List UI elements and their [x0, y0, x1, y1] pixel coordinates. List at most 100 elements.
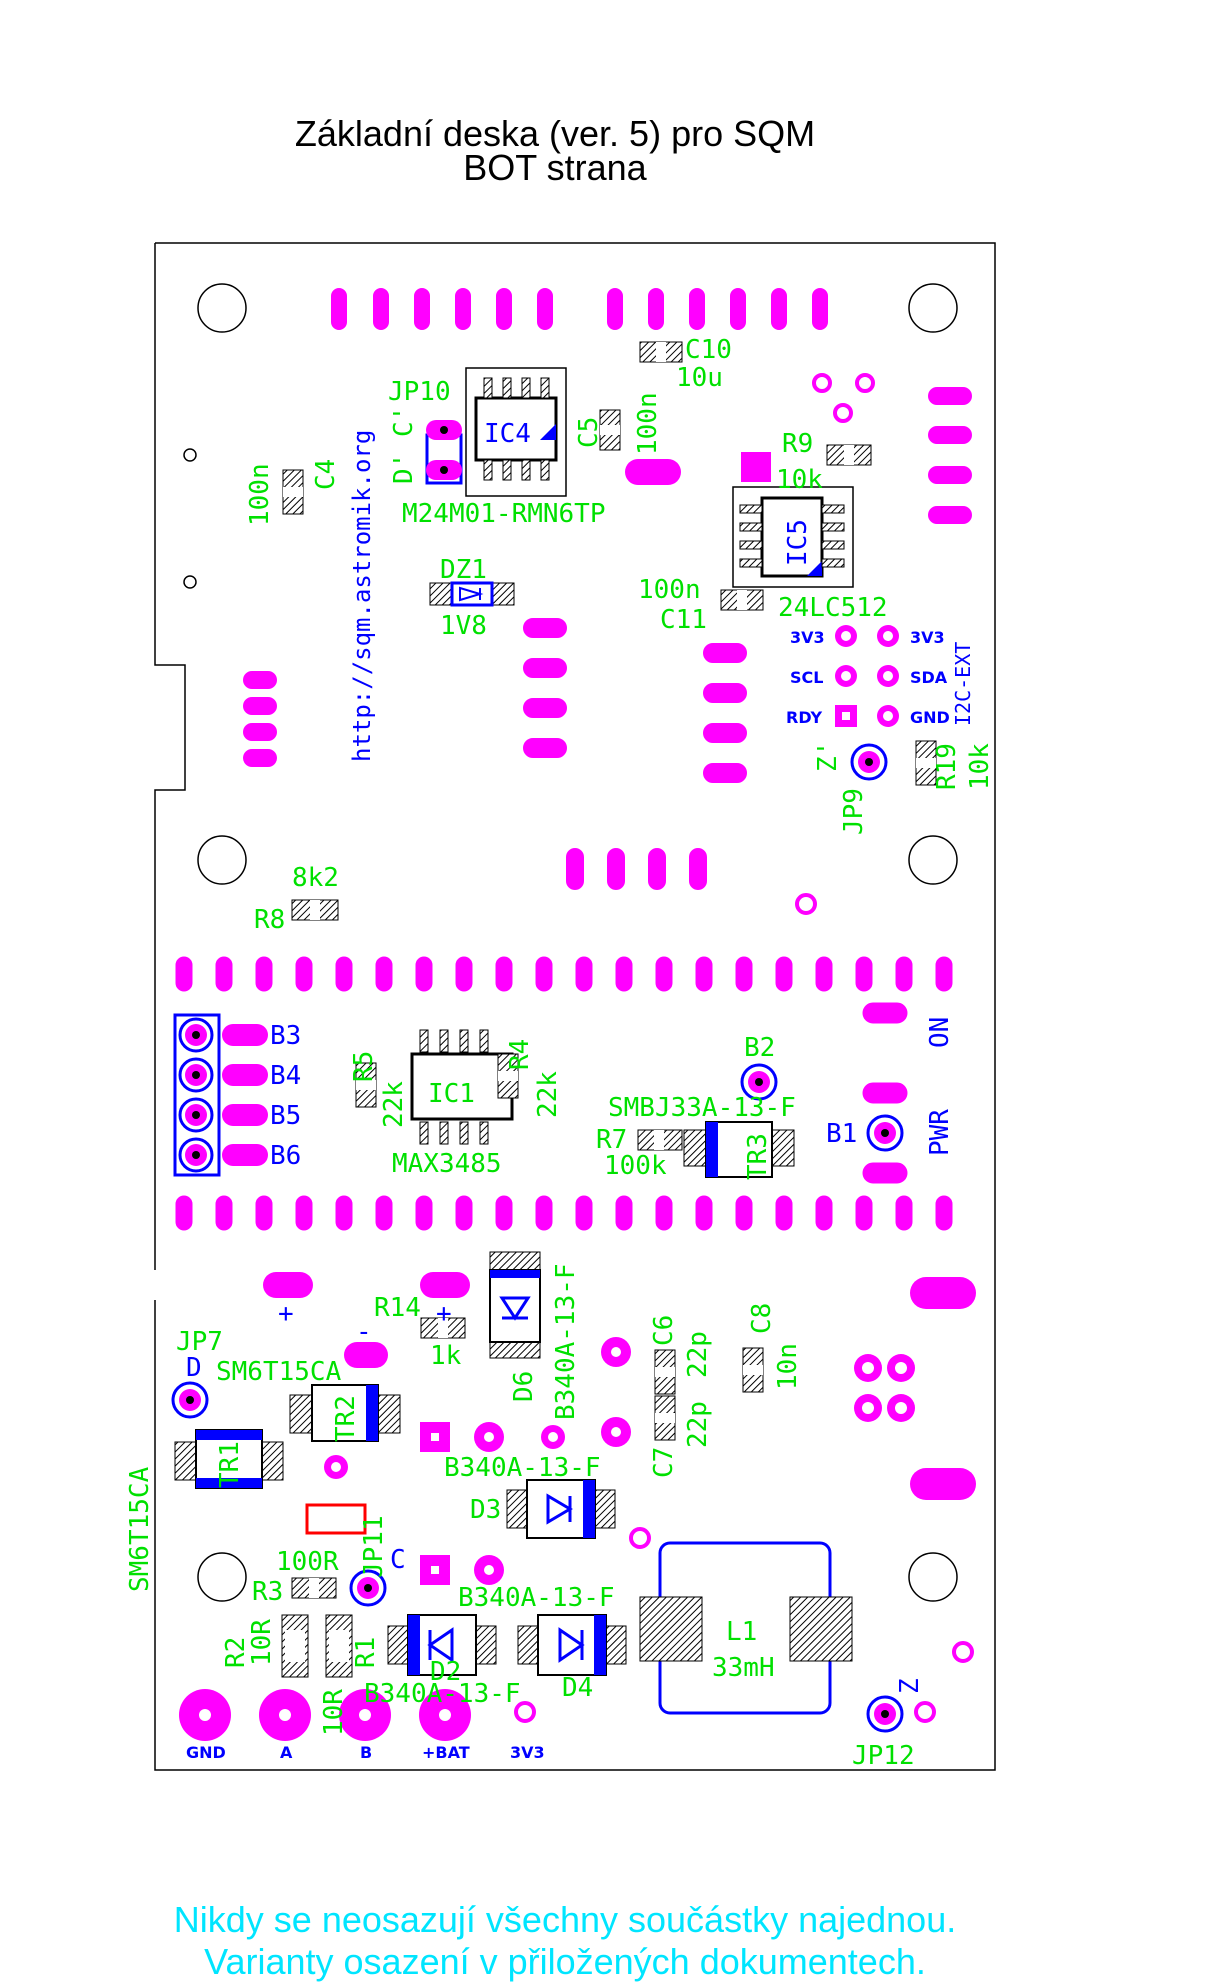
- ic5: [732, 486, 854, 588]
- label-max3485: MAX3485: [392, 1149, 502, 1179]
- c11: [720, 589, 764, 611]
- mounting-hole: [908, 835, 958, 885]
- label-d2: D2: [430, 1657, 461, 1687]
- small-hole: [183, 575, 197, 589]
- label-c7: C7: [649, 1447, 679, 1478]
- label-r1: R1: [351, 1637, 381, 1668]
- label-c11: C11: [660, 605, 707, 635]
- label-ic1: IC1: [428, 1079, 475, 1109]
- label-dz1: DZ1: [440, 555, 487, 585]
- label-i2c-3v3-right: 3V3: [910, 628, 945, 647]
- title-line2: BOT strana: [463, 147, 647, 188]
- label-plus-2: +: [436, 1299, 452, 1329]
- label-jp10: JP10: [388, 377, 451, 407]
- r19: [915, 740, 937, 786]
- label-i2c-gnd: GND: [910, 708, 950, 727]
- label-r8-value: 8k2: [292, 863, 339, 893]
- label-b5: B5: [270, 1101, 301, 1131]
- label-plus-1: +: [278, 1299, 294, 1329]
- label-m24m01: M24M01-RMN6TP: [402, 499, 606, 529]
- mounting-hole: [197, 283, 247, 333]
- label-c7-value: 22p: [683, 1401, 713, 1448]
- label-sm6t15ca-side: SM6T15CA: [125, 1466, 155, 1592]
- label-bat: +BAT: [422, 1743, 470, 1762]
- c10: [639, 341, 683, 363]
- label-b1: B1: [826, 1119, 857, 1149]
- header-row-bottom: [170, 1190, 958, 1236]
- title-line1: Základní deska (ver. 5) pro SQM: [294, 113, 816, 154]
- label-b6: B6: [270, 1141, 301, 1171]
- label-c10-value: 10u: [676, 363, 723, 393]
- label-r4: R4: [505, 1039, 535, 1070]
- label-d: D: [186, 1353, 202, 1383]
- label-r3-value: 100R: [276, 1547, 339, 1577]
- footer-line1: Nikdy se neosazují všechny součástky naj…: [173, 1899, 957, 1940]
- label-d6: D6: [509, 1371, 539, 1402]
- label-jp11: JP11: [359, 1515, 389, 1578]
- label-ic5: IC5: [783, 519, 813, 566]
- r8: [291, 899, 339, 921]
- l1: [639, 1541, 853, 1715]
- label-c4-value: 100n: [245, 463, 275, 526]
- tr1: [174, 1429, 284, 1489]
- label-r3: R3: [252, 1577, 283, 1607]
- label-c4: C4: [311, 459, 341, 490]
- label-r7: R7: [596, 1125, 627, 1155]
- label-i2c-3v3-left: 3V3: [790, 628, 825, 647]
- small-hole: [183, 448, 197, 462]
- label-on: ON: [925, 1017, 955, 1048]
- label-b: B: [360, 1743, 372, 1762]
- label-c6: C6: [649, 1315, 679, 1346]
- label-jp12: JP12: [852, 1741, 915, 1771]
- label-smbj33a: SMBJ33A-13-F: [608, 1093, 796, 1123]
- label-c8-value: 10n: [773, 1343, 803, 1390]
- label-r5: R5: [349, 1051, 379, 1082]
- label-sm6t15ca-top: SM6T15CA: [216, 1357, 342, 1387]
- mounting-hole: [908, 283, 958, 333]
- label-b2: B2: [744, 1033, 775, 1063]
- label-r14-value: 1k: [430, 1341, 462, 1371]
- label-c5: C5: [574, 417, 604, 448]
- d2: [387, 1614, 497, 1676]
- label-3v3: 3V3: [510, 1743, 545, 1762]
- mounting-hole: [197, 835, 247, 885]
- label-z: Z: [895, 1678, 925, 1694]
- label-ic4: IC4: [484, 419, 531, 449]
- label-b340a-d2: B340A-13-F: [364, 1679, 521, 1709]
- tr3: [683, 1121, 795, 1178]
- label-l1-value: 33mH: [712, 1653, 775, 1683]
- label-pwr: PWR: [925, 1109, 955, 1156]
- label-minus: -: [356, 1317, 372, 1347]
- ic4: [465, 367, 567, 497]
- label-b3: B3: [270, 1021, 301, 1051]
- label-dz1-value: 1V8: [440, 611, 487, 641]
- tr2: [289, 1384, 401, 1442]
- label-c6-value: 22p: [683, 1331, 713, 1378]
- label-c10: C10: [685, 335, 732, 365]
- label-gnd: GND: [186, 1743, 226, 1762]
- top-connector-left: [325, 282, 559, 336]
- label-tr3: TR3: [743, 1133, 773, 1180]
- label-d4: D4: [562, 1673, 593, 1703]
- mounting-hole: [197, 1552, 247, 1602]
- label-z-prime: Z': [813, 741, 843, 772]
- label-c: C: [390, 1545, 406, 1575]
- label-r19-value: 10k: [965, 743, 995, 790]
- label-r9-value: 10k: [776, 465, 823, 495]
- right-pad-stack: [922, 381, 978, 530]
- label-i2c-scl: SCL: [790, 668, 823, 687]
- label-c5-value: 100n: [633, 392, 663, 455]
- label-i2c-ext: I2C-EXT: [951, 642, 975, 726]
- b-pads: [178, 1017, 268, 1173]
- label-r9: R9: [782, 429, 813, 459]
- dz1: [429, 581, 515, 607]
- header-row-top: [170, 951, 958, 997]
- label-r5-value: 22k: [379, 1081, 409, 1128]
- label-r4-value: 22k: [533, 1071, 563, 1118]
- label-i2c-sda: SDA: [910, 668, 948, 687]
- label-a: A: [280, 1743, 293, 1762]
- footer-line2: Varianty osazení v přiložených dokumente…: [204, 1941, 926, 1982]
- label-r1-value: 10R: [319, 1689, 349, 1736]
- mounting-hole: [908, 1552, 958, 1602]
